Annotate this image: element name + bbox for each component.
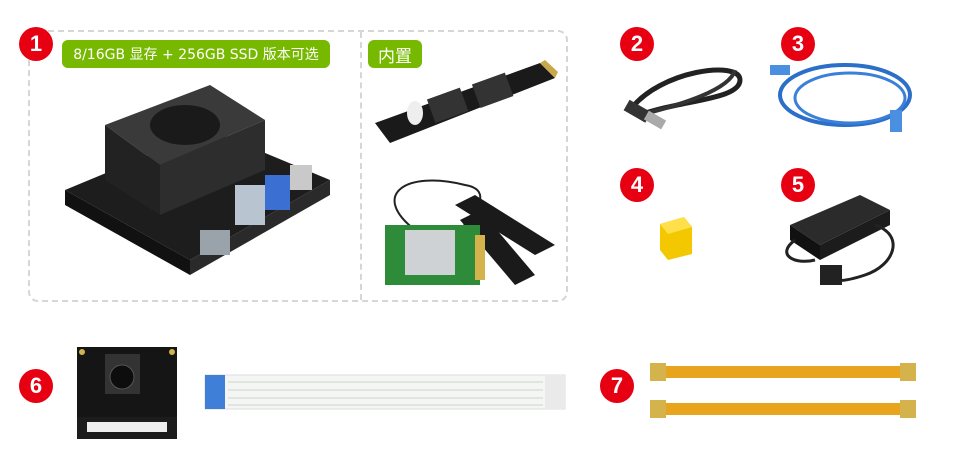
ssd-image	[375, 60, 558, 143]
item-number-badge: 3	[781, 27, 815, 61]
camera-module-image	[77, 347, 177, 439]
item-number-badge: 6	[19, 369, 53, 403]
power-adapter-image	[785, 195, 895, 285]
item-number-badge: 2	[620, 27, 654, 61]
jumper-cap-image	[660, 217, 692, 260]
memory-options-tag: 8/16GB 显存 + 256GB SSD 版本可选	[62, 40, 330, 68]
wifi-card-image	[385, 179, 555, 285]
ethernet-cable-image	[770, 63, 912, 132]
item-number-badge: 5	[781, 168, 815, 202]
ffc-cable-image	[204, 374, 566, 410]
kit-group-divider	[360, 32, 362, 300]
flex-cables-image	[650, 363, 916, 418]
item-number-badge: 4	[620, 168, 654, 202]
kit-group-box	[28, 30, 568, 302]
jetson-board-image	[65, 85, 330, 275]
usb-cable-image	[623, 67, 743, 130]
item-number-badge: 7	[600, 369, 634, 403]
built-in-tag: 内置	[368, 40, 422, 68]
item-number-badge: 1	[19, 27, 53, 61]
